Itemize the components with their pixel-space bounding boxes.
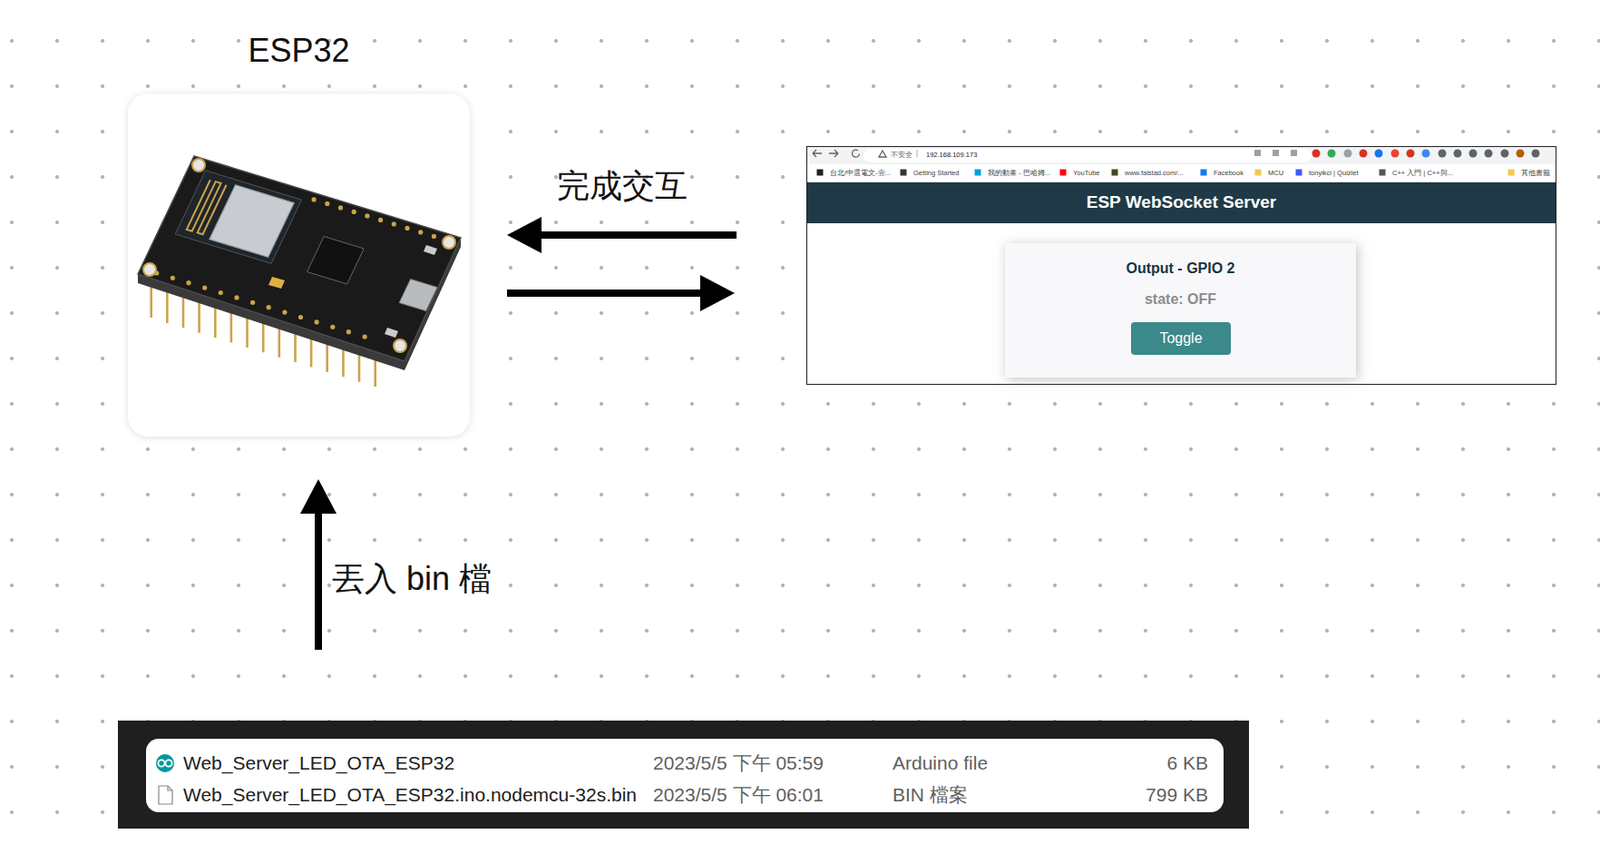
file-name: Web_Server_LED_OTA_ESP32 [183, 751, 455, 774]
button-text: Toggle [1159, 330, 1202, 347]
device-title: ESP32 [247, 31, 350, 69]
arrow-shaft [314, 511, 322, 650]
bookmark-label: 我的動畫 - 巴哈姆... [987, 169, 1051, 178]
file-name: Web_Server_LED_OTA_ESP32.ino.nodemcu-32s… [183, 783, 637, 806]
arrow-head [700, 274, 735, 312]
page-header: ESP WebSocket Server [807, 182, 1556, 224]
bookmark-label: MCU [1268, 169, 1284, 178]
arrow-shaft [539, 231, 737, 239]
url-text: 192.168.109.173 [926, 151, 977, 160]
state-text: state: OFF [1144, 291, 1217, 308]
file-date: 2023/5/5 下午 05:59 [653, 751, 824, 774]
file-type: Arduino file [892, 751, 988, 774]
bookmark-label: 其他書籤 [1521, 169, 1551, 178]
browser-window: 不安全 192.168.109.173ESP WebSocket ServerOu… [806, 146, 1557, 385]
file-type: BIN 檔案 [892, 783, 968, 806]
file-list-panel: Web_Server_LED_OTA_ESP32 2023/5/5 下午 05:5… [117, 720, 1249, 829]
bookmark-label: YouTube [1073, 169, 1100, 178]
toggle-button: Toggle [1131, 321, 1231, 355]
bookmark-label: www.falstad.com/... [1124, 169, 1184, 178]
bookmark-label: Getting Started [913, 169, 959, 178]
device-box: ESP32 [127, 93, 470, 437]
bookmark-label: 台北/中選電文-壹... [829, 169, 891, 178]
header-title: ESP WebSocket Server [1086, 192, 1277, 213]
arrow-head [507, 216, 542, 254]
edge-label: 完成交互 [556, 166, 688, 205]
arrow-shaft [507, 289, 703, 297]
arrow-connector [300, 478, 337, 650]
file-size: 6 KB [1166, 751, 1209, 774]
bookmark-label: Facebook [1213, 169, 1244, 178]
arrow-head [300, 478, 337, 514]
bookmark-label: tonyikci | Quizlet [1308, 169, 1358, 178]
bookmark-label: C++ 入門 | C++與... [1392, 169, 1454, 178]
file-size: 799 KB [1145, 783, 1209, 806]
security-note: 不安全 [890, 151, 913, 160]
output-card: Output - GPIO 2 state: OFF Toggle [1004, 243, 1357, 378]
file-date: 2023/5/5 下午 06:01 [653, 783, 824, 806]
edge-label: 丟入 bin 檔 [331, 559, 492, 597]
arrow-connector [507, 216, 737, 254]
arrow-connector [507, 274, 735, 312]
card-title: Output - GPIO 2 [1126, 260, 1236, 277]
